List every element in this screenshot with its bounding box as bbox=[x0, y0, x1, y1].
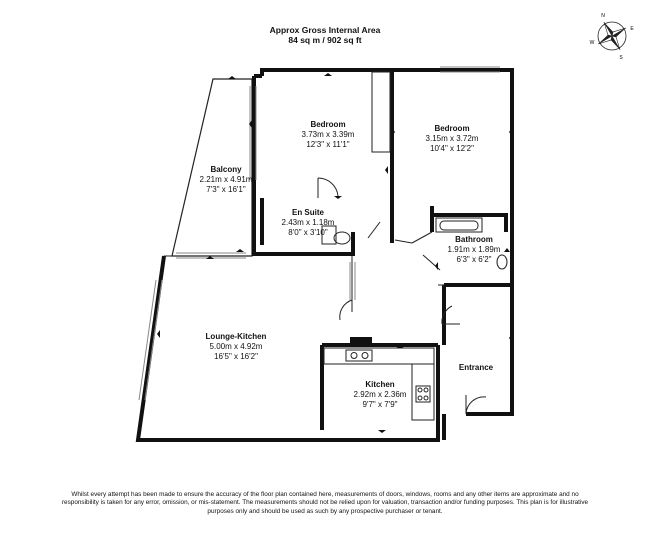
room-metric: 3.73m x 3.39m bbox=[301, 130, 355, 139]
room-entrance: Entrance bbox=[448, 363, 504, 373]
compass-n: N bbox=[601, 13, 605, 19]
room-name: Kitchen bbox=[365, 380, 395, 389]
room-imperial: 12'3" x 11'1" bbox=[306, 140, 350, 149]
wall-ticks bbox=[157, 73, 512, 441]
room-imperial: 7'3" x 16'1" bbox=[206, 185, 246, 194]
room-metric: 5.00m x 4.92m bbox=[209, 342, 263, 351]
room-balcony: Balcony 2.21m x 4.91m 7'3" x 16'1" bbox=[190, 165, 262, 195]
room-name: Lounge-Kitchen bbox=[205, 332, 267, 341]
compass-e: E bbox=[630, 26, 634, 32]
room-imperial: 8'0" x 3'10" bbox=[288, 228, 328, 237]
room-metric: 2.21m x 4.91m bbox=[199, 175, 253, 184]
room-bedroom-2: Bedroom 3.15m x 3.72m 10'4" x 12'2" bbox=[412, 124, 492, 154]
room-lounge-kitchen: Lounge-Kitchen 5.00m x 4.92m 16'5" x 16'… bbox=[188, 332, 284, 362]
room-bedroom-1: Bedroom 3.73m x 3.39m 12'3" x 11'1" bbox=[288, 120, 368, 150]
room-name: En Suite bbox=[291, 208, 324, 217]
interior-lines bbox=[164, 71, 508, 421]
walls bbox=[135, 68, 514, 442]
disclaimer: Whilst every attempt has been made to en… bbox=[61, 491, 589, 515]
room-imperial: 16'5" x 16'2" bbox=[214, 352, 258, 361]
room-name: Bathroom bbox=[455, 235, 493, 244]
room-name: Bedroom bbox=[434, 124, 470, 133]
compass-w: W bbox=[590, 40, 595, 46]
room-name: Entrance bbox=[458, 363, 494, 372]
room-imperial: 6'3" x 6'2" bbox=[456, 255, 492, 264]
area-title: Approx Gross Internal Area bbox=[269, 25, 381, 35]
room-kitchen: Kitchen 2.92m x 2.36m 9'7" x 7'9" bbox=[342, 380, 418, 410]
room-name: Balcony bbox=[210, 165, 242, 174]
compass-icon: N E S W bbox=[590, 13, 635, 61]
room-metric: 2.92m x 2.36m bbox=[353, 390, 407, 399]
room-en-suite: En Suite 2.43m x 1.18m 8'0" x 3'10" bbox=[272, 208, 344, 238]
room-name: Bedroom bbox=[310, 120, 346, 129]
room-bathroom: Bathroom 1.91m x 1.89m 6'3" x 6'2" bbox=[436, 235, 512, 265]
compass-s: S bbox=[619, 55, 623, 61]
room-imperial: 10'4" x 12'2" bbox=[430, 144, 474, 153]
room-imperial: 9'7" x 7'9" bbox=[362, 400, 398, 409]
room-metric: 2.43m x 1.18m bbox=[281, 218, 335, 227]
room-metric: 1.91m x 1.89m bbox=[447, 245, 501, 254]
area-value: 84 sq m / 902 sq ft bbox=[288, 35, 362, 45]
room-metric: 3.15m x 3.72m bbox=[425, 134, 479, 143]
